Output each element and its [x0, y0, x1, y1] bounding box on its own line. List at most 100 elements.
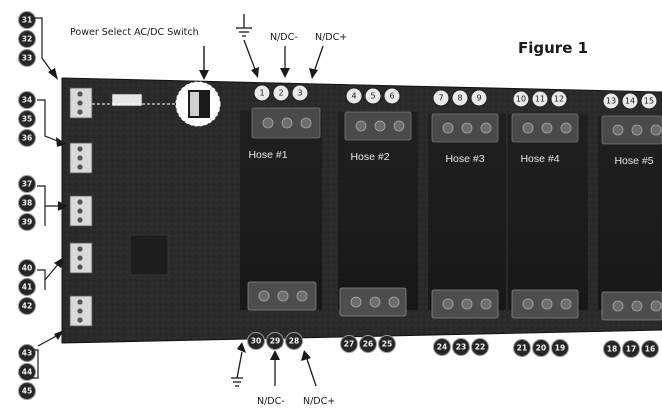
- left-terminal-number: 39: [22, 218, 32, 227]
- left-pin: [77, 255, 83, 261]
- bottom-pos-label: N/DC+: [303, 396, 335, 407]
- bottom-terminal-badge: 19: [551, 339, 569, 357]
- bottom-terminal-badge: 25: [378, 335, 396, 353]
- left-pin: [77, 199, 83, 205]
- screw-terminal: [262, 117, 274, 129]
- top-terminal-number: 12: [554, 95, 564, 104]
- bottom-terminal-number: 25: [382, 340, 392, 349]
- screw-terminal: [277, 290, 289, 302]
- hose-label: Hose #3: [445, 153, 484, 165]
- top-terminal-badge: 11: [531, 90, 549, 108]
- screw-terminal: [541, 122, 553, 134]
- top-terminal-number: 9: [476, 94, 481, 103]
- relay-blocks: [240, 110, 662, 310]
- left-terminal-number: 31: [22, 16, 32, 25]
- left-pin: [77, 308, 83, 314]
- left-terminal-badge: 38: [18, 194, 36, 212]
- top-terminal-badge: 4: [345, 87, 363, 105]
- screw-terminal: [522, 298, 534, 310]
- left-terminal-number: 44: [22, 368, 32, 377]
- bottom-terminal-number: 30: [251, 337, 261, 346]
- bottom-terminal-number: 17: [626, 345, 636, 354]
- left-terminal-number: 34: [22, 96, 32, 105]
- screw-terminal: [650, 124, 662, 136]
- top-terminal-badge: 7: [432, 89, 450, 107]
- screw-terminal: [560, 122, 572, 134]
- bottom-terminal-badge: 26: [359, 335, 377, 353]
- top-pos-label: N/DC+: [315, 32, 347, 43]
- left-pin: [77, 164, 83, 170]
- left-terminal-badge: 32: [18, 30, 36, 48]
- left-pin: [77, 264, 83, 270]
- bottom-neg-label: N/DC-: [257, 396, 285, 407]
- bottom-terminal-badge: 16: [641, 340, 659, 358]
- bottom-terminal-number: 24: [437, 343, 447, 352]
- left-pin: [77, 217, 83, 223]
- top-terminal-badge: 10: [512, 90, 530, 108]
- bottom-terminal-badge: 24: [433, 338, 451, 356]
- top-terminal-badge: 5: [364, 87, 382, 105]
- left-pin: [77, 317, 83, 323]
- bottom-terminal-badge: 18: [603, 340, 621, 358]
- screw-terminal: [300, 117, 312, 129]
- left-pin: [77, 109, 83, 115]
- switch-arrow: [199, 46, 209, 80]
- bottom-terminal-badge: 29: [266, 332, 284, 350]
- bottom-terminal-badge: 30: [247, 332, 265, 350]
- left-terminal-badge: 31: [18, 11, 36, 29]
- screw-terminal: [442, 298, 454, 310]
- top-arrows: [280, 45, 324, 79]
- bottom-terminal-number: 16: [645, 345, 655, 354]
- bottom-terminal-number: 22: [475, 343, 485, 352]
- bottom-terminal-number: 26: [363, 340, 373, 349]
- left-terminal-number: 36: [22, 134, 32, 143]
- left-terminal-badge: 34: [18, 91, 36, 109]
- top-terminal-number: 15: [644, 97, 654, 106]
- bottom-terminal-badge: 21: [513, 339, 531, 357]
- hose-label: Hose #2: [350, 151, 389, 163]
- left-pin: [77, 299, 83, 305]
- top-terminal-number: 13: [606, 97, 616, 106]
- hose-label: Hose #4: [520, 153, 559, 165]
- top-terminal-badge: 1: [253, 84, 271, 102]
- top-neg-label: N/DC-: [270, 32, 298, 43]
- top-terminal-badge: 8: [451, 89, 469, 107]
- bottom-terminal-badge: 22: [471, 338, 489, 356]
- left-terminal-number: 42: [22, 302, 32, 311]
- top-terminal-badge: 6: [383, 87, 401, 105]
- screw-terminal: [480, 122, 492, 134]
- bottom-terminal-number: 28: [289, 337, 299, 346]
- left-terminal-number: 40: [22, 264, 32, 273]
- left-pin: [77, 155, 83, 161]
- left-pin: [77, 208, 83, 214]
- top-terminal-badge: 15: [640, 92, 658, 110]
- bottom-terminal-badge: 23: [452, 338, 470, 356]
- screw-terminal: [631, 300, 643, 312]
- screw-terminal: [541, 298, 553, 310]
- left-terminal-badge: 36: [18, 129, 36, 147]
- top-terminal-badge: 14: [621, 92, 639, 110]
- bottom-terminal-number: 19: [555, 344, 565, 353]
- left-terminal-number: 35: [22, 115, 32, 124]
- left-terminal-number: 33: [22, 54, 32, 63]
- screw-terminal: [374, 120, 386, 132]
- screw-terminal: [612, 124, 624, 136]
- bottom-terminal-number: 23: [456, 343, 466, 352]
- bottom-terminal-number: 21: [517, 344, 527, 353]
- screw-terminal: [350, 296, 362, 308]
- screw-terminal: [393, 120, 405, 132]
- bottom-terminal-number: 27: [344, 340, 354, 349]
- left-terminal-badge: 45: [18, 382, 36, 400]
- top-terminal-number: 14: [625, 97, 635, 106]
- screw-terminal: [442, 122, 454, 134]
- bottom-terminal-badge: 20: [532, 339, 550, 357]
- screw-terminal: [296, 290, 308, 302]
- left-terminal-badge: 41: [18, 278, 36, 296]
- left-terminal-number: 38: [22, 199, 32, 208]
- screw-terminal: [258, 290, 270, 302]
- power-switch-icon: [175, 81, 221, 127]
- top-terminal-badge: 9: [470, 89, 488, 107]
- top-terminal-number: 3: [297, 89, 302, 98]
- left-terminal-badge: 33: [18, 49, 36, 67]
